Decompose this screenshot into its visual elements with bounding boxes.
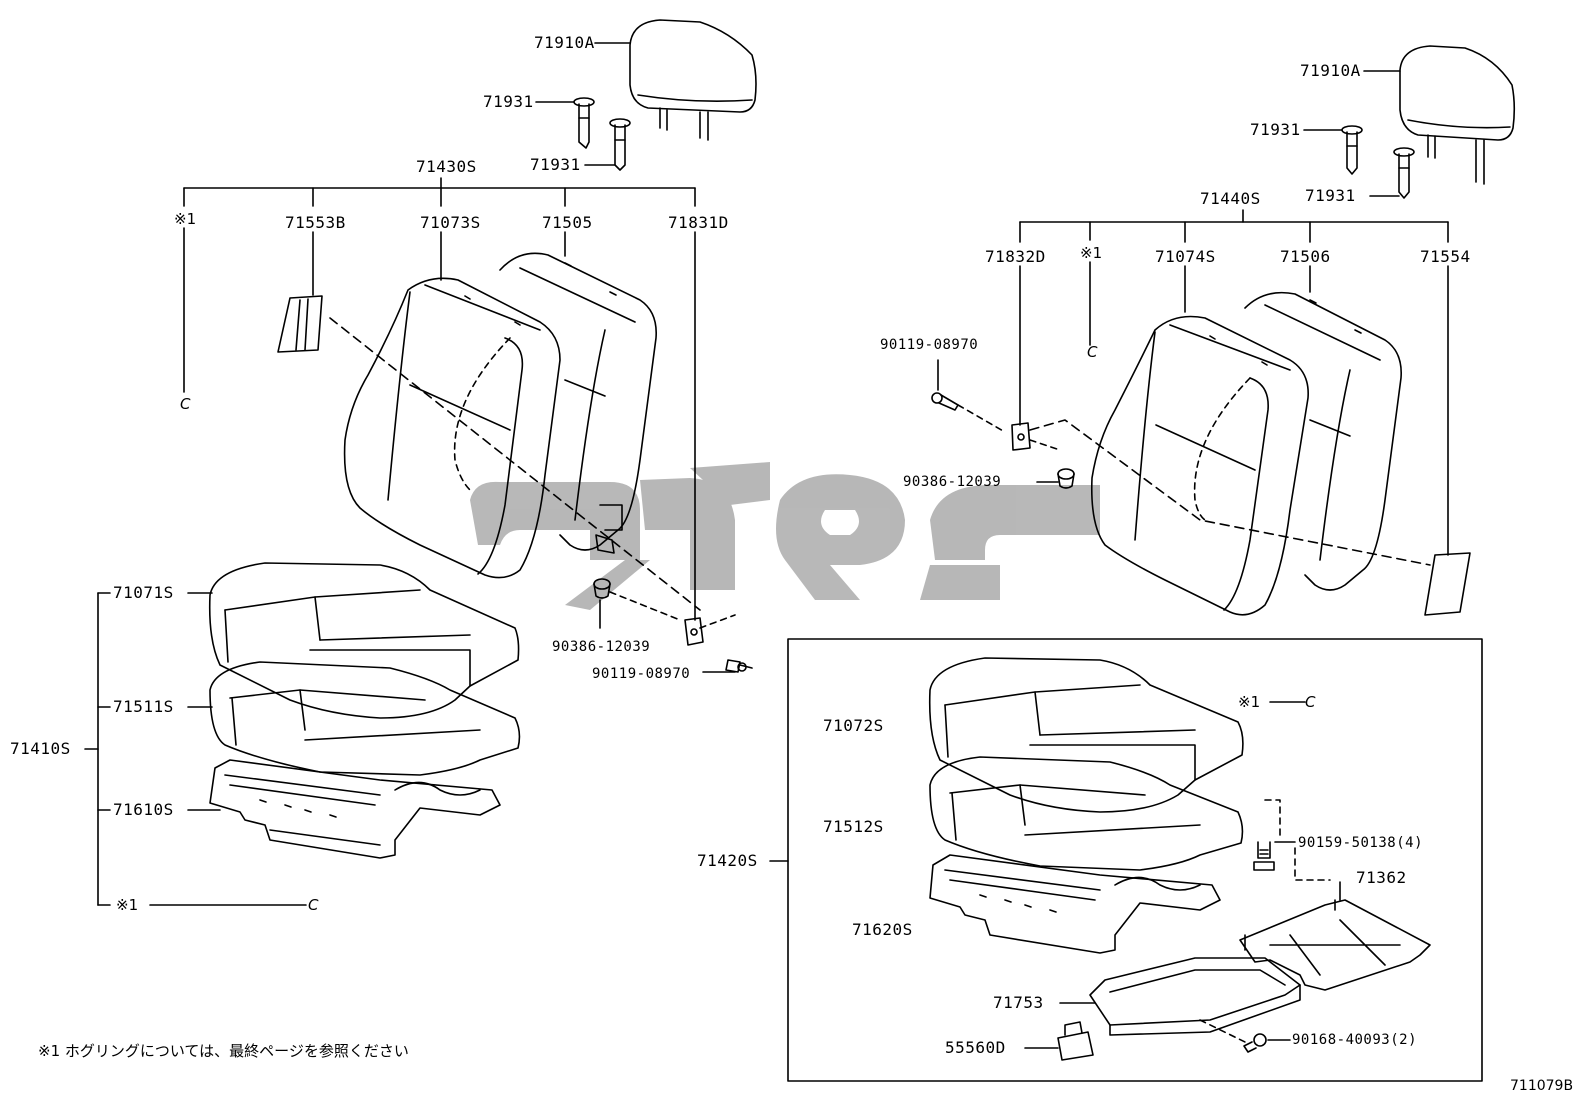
left-bolt bbox=[725, 659, 753, 673]
left-seat-back-frame bbox=[499, 252, 657, 554]
left-seat-back-cover bbox=[343, 277, 561, 579]
label-left-headrest: 71910A bbox=[534, 33, 595, 52]
right-bushing bbox=[1057, 468, 1075, 489]
label-right-cushion-item-3: 71753 bbox=[993, 993, 1044, 1012]
watermark bbox=[470, 462, 1100, 610]
label-left-back-item-3: 71831D bbox=[668, 213, 729, 232]
label-left-headrest-support-1: 71931 bbox=[483, 92, 534, 111]
label-right-headrest: 71910A bbox=[1300, 61, 1361, 80]
label-left-back-item-0: 71553B bbox=[285, 213, 346, 232]
label-left-back-item-1: 71073S bbox=[420, 213, 481, 232]
label-left-ref-mark: ※1 bbox=[174, 210, 197, 228]
right-tray-71753 bbox=[1089, 957, 1301, 1036]
label-left-fastener-0: 90386-12039 bbox=[552, 639, 651, 655]
label-right-cushion-item-4: 55560D bbox=[945, 1038, 1006, 1057]
right-cushion-frame bbox=[929, 854, 1221, 954]
label-left-cushion-item-1: 71511S bbox=[113, 697, 174, 716]
label-right-bolt-1: 90168-40093(2) bbox=[1292, 1032, 1418, 1048]
label-right-cushion-ref-letter: C bbox=[1305, 693, 1316, 711]
right-clip-55560d bbox=[1057, 1021, 1094, 1061]
label-right-fastener-1: 90386-12039 bbox=[903, 474, 1002, 490]
label-left-cushion-ref-letter: C bbox=[308, 896, 319, 914]
label-left-back-item-2: 71505 bbox=[542, 213, 593, 232]
label-left-ref-letter: C bbox=[180, 395, 191, 413]
label-left-fastener-1: 90119-08970 bbox=[592, 666, 691, 682]
right-bolt-90159 bbox=[1253, 841, 1275, 871]
right-headrest bbox=[1399, 45, 1516, 185]
label-right-ref-letter: C bbox=[1087, 343, 1098, 361]
label-right-back-item-1: 71074S bbox=[1155, 247, 1216, 266]
label-right-ref-mark: ※1 bbox=[1080, 244, 1103, 262]
left-trim-71553b bbox=[277, 295, 323, 353]
label-left-cushion-item-2: 71610S bbox=[113, 800, 174, 819]
label-right-cushion-item-1: 71512S bbox=[823, 817, 884, 836]
label-right-back-item-0: 71832D bbox=[985, 247, 1046, 266]
label-left-cushion-assy: 71410S bbox=[10, 739, 71, 758]
right-trim-71554 bbox=[1424, 552, 1471, 616]
label-right-cushion-item-2: 71620S bbox=[852, 920, 913, 939]
left-headrest-support-1 bbox=[573, 97, 595, 149]
label-left-back-assy: 71430S bbox=[416, 157, 477, 176]
right-headrest-support-2 bbox=[1393, 147, 1415, 199]
right-cushion-box bbox=[787, 638, 1483, 1082]
label-left-cushion-ref-mark: ※1 bbox=[116, 896, 139, 914]
left-back-assy-bracket bbox=[183, 177, 696, 621]
label-right-cushion-item-5: 71362 bbox=[1356, 868, 1407, 887]
left-bushing bbox=[593, 578, 611, 599]
right-seat-back-frame bbox=[1244, 291, 1402, 591]
figure-code: 711079B bbox=[1510, 1078, 1574, 1094]
label-right-cushion-item-0: 71072S bbox=[823, 716, 884, 735]
left-cushion-frame bbox=[209, 759, 501, 859]
label-right-cushion-ref-mark: ※1 bbox=[1238, 693, 1261, 711]
left-headrest bbox=[629, 19, 757, 141]
label-right-back-item-3: 71554 bbox=[1420, 247, 1471, 266]
label-right-bolt-0: 90159-50138(4) bbox=[1298, 835, 1424, 851]
left-headrest-support-2 bbox=[609, 118, 631, 171]
right-cushion-cover bbox=[928, 657, 1244, 813]
label-right-headrest-support-2: 71931 bbox=[1305, 186, 1356, 205]
left-bracket-71831d bbox=[684, 617, 704, 646]
right-bolt bbox=[931, 392, 959, 411]
label-right-headrest-support-1: 71931 bbox=[1250, 120, 1301, 139]
right-headrest-support-1 bbox=[1341, 125, 1363, 175]
left-cushion-pad bbox=[209, 661, 521, 776]
left-alignment-dashline bbox=[329, 317, 701, 611]
label-left-headrest-support-2: 71931 bbox=[530, 155, 581, 174]
left-cushion-bracket bbox=[84, 592, 307, 906]
label-right-back-item-2: 71506 bbox=[1280, 247, 1331, 266]
label-right-cushion-assy: 71420S bbox=[697, 851, 758, 870]
footnote: ※1 ホグリングについては、最終ページを参照ください bbox=[38, 1042, 409, 1060]
right-cushion-pad bbox=[929, 756, 1244, 871]
right-bracket-71832d bbox=[1011, 422, 1031, 451]
label-right-fastener-0: 90119-08970 bbox=[880, 337, 979, 353]
right-under-plate-71362 bbox=[1239, 899, 1431, 991]
label-right-back-assy: 71440S bbox=[1200, 189, 1261, 208]
label-left-cushion-item-0: 71071S bbox=[113, 583, 174, 602]
right-back-assy-bracket bbox=[1019, 209, 1449, 556]
right-seat-back-cover bbox=[1090, 315, 1309, 616]
right-bolt-90168 bbox=[1243, 1033, 1267, 1053]
left-cushion-cover bbox=[208, 562, 520, 719]
